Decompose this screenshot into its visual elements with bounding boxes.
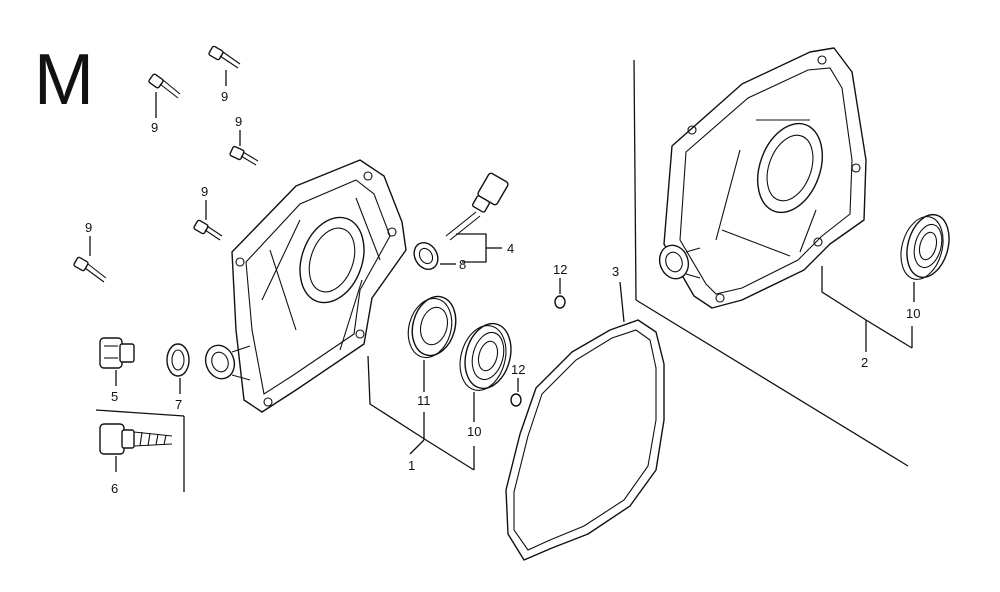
callout-8: 8: [459, 257, 466, 272]
bolt-part-9e: [73, 256, 107, 283]
callout-9-b: 9: [221, 89, 228, 104]
callout-11: 11: [417, 393, 431, 408]
callout-7: 7: [175, 397, 182, 412]
callout-9-c: 9: [235, 114, 242, 129]
grommet-part-8: [413, 241, 439, 271]
oil-sensor-part-4: [445, 172, 509, 241]
washer-part-7: [166, 343, 190, 377]
callout-10-left: 10: [467, 424, 481, 439]
bearing-part-10-right: [900, 213, 950, 280]
callout-1: 1: [408, 458, 415, 473]
callout-3: 3: [612, 264, 619, 279]
dowel-pin-part-12-b: [510, 393, 522, 407]
gasket-part-3: [505, 319, 665, 561]
callout-10-right: 10: [906, 306, 920, 321]
callout-12-b: 12: [511, 362, 525, 377]
dowel-pin-part-12-a: [554, 295, 566, 309]
callout-6: 6: [111, 481, 118, 496]
callout-4: 4: [507, 241, 514, 256]
bearing-part-10-left: [459, 322, 512, 391]
callout-2: 2: [861, 355, 868, 370]
crankcase-cover-part-2: [658, 47, 867, 309]
callout-9-a: 9: [151, 120, 158, 135]
callout-9-e: 9: [85, 220, 92, 235]
dipstick-plug-part-6: [99, 423, 173, 455]
bolt-part-9b: [208, 45, 241, 69]
section-letter: M: [34, 40, 94, 120]
callout-12-a: 12: [553, 262, 567, 277]
drain-plug-part-5: [99, 337, 135, 369]
bolt-part-9a: [148, 73, 181, 99]
alt-box-vertical-line: [633, 59, 637, 301]
callout-9-d: 9: [201, 184, 208, 199]
alt-box-diagonal-line: [635, 299, 909, 467]
crankcase-cover-part-1: [204, 159, 407, 413]
bolt-part-9c: [229, 145, 259, 166]
bolt-part-9d: [193, 219, 223, 241]
callout-5: 5: [111, 389, 118, 404]
oil-seal-part-11: [407, 295, 457, 359]
